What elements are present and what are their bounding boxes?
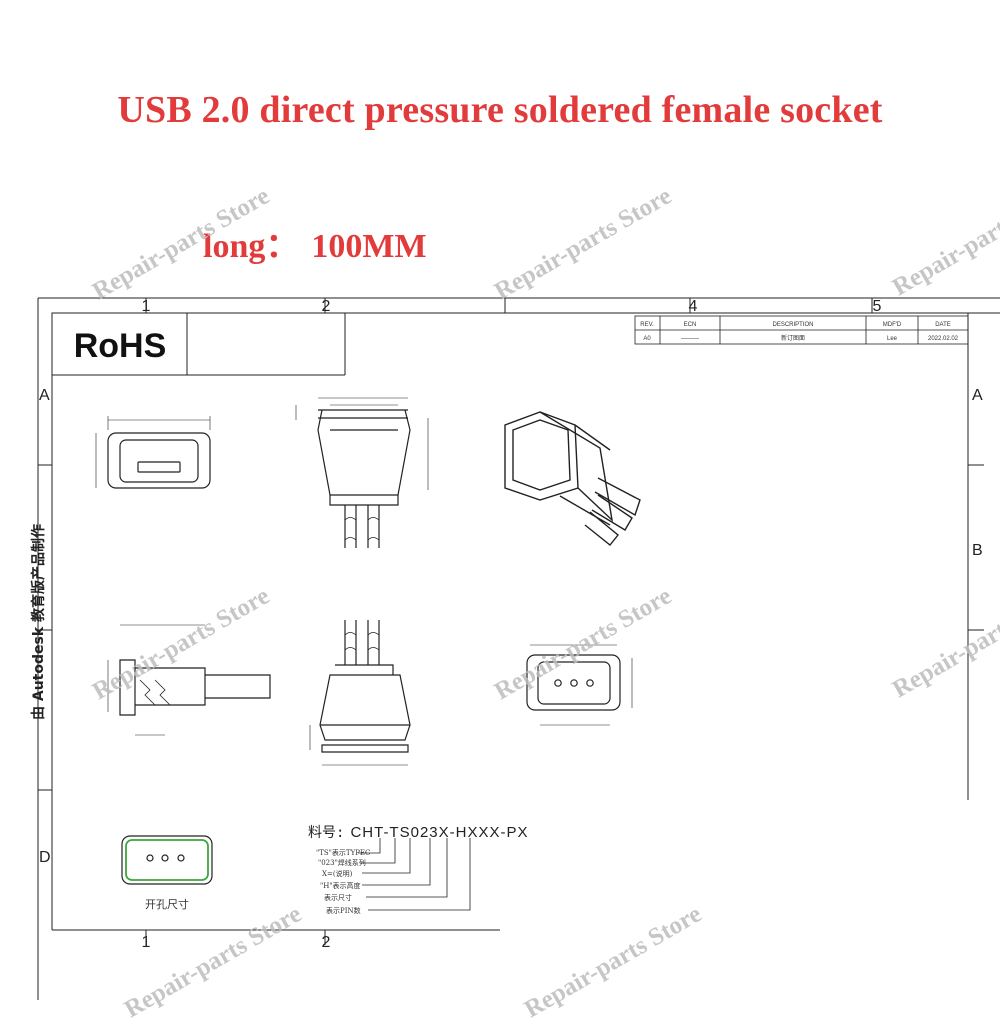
length-label: long： [203,228,300,265]
rev-cell-ecn: ——— [681,336,699,342]
rev-header-ecn: ECN [684,322,697,328]
legend-line-1: "TS"表示TYPEC [316,849,371,857]
rev-cell-description: 新订图面 [781,334,805,342]
rev-header-rev: REV. [640,322,654,328]
legend-line-3: X=(说明) [322,870,353,878]
row-a-right: A [972,387,983,404]
row-a: A [39,387,50,404]
rev-cell-rev: A0 [643,336,651,342]
col-4: 4 [689,298,698,315]
col-1: 1 [142,298,151,315]
autodesk-edu-text: 由 Autodesk 教育版产品制作 [31,523,47,720]
length-spec: long： 100MM [203,218,427,267]
col-2-bottom: 2 [322,934,331,951]
legend-line-2: "023"焊线系列 [318,859,366,867]
length-value: 100MM [311,228,427,265]
col-2: 2 [322,298,331,315]
technical-drawing: 1 2 4 5 1 2 A A B D REV. ECN DESCRIPTION… [37,297,1000,1000]
part-number: 料号: CHT-TS023X-HXXX-PX [308,822,528,842]
col-5: 5 [873,298,882,315]
part-number-code: CHT-TS023X-HXXX-PX [350,824,529,841]
row-b-right: B [972,542,983,559]
page-title: USB 2.0 direct pressure soldered female … [117,89,883,131]
rev-cell-date: 2022.02.02 [928,336,959,342]
rev-header-description: DESCRIPTION [772,322,813,328]
part-number-label: 料号: [308,825,345,841]
rev-header-date: DATE [935,322,951,328]
rev-cell-mdfd: Lee [887,336,898,342]
legend-line-5: 表示尺寸 [324,894,352,902]
legend-line-4: "H"表示高度 [320,882,361,890]
rev-header-mdfd: MDF'D [883,322,902,328]
cutout-label: 开孔尺寸 [145,898,189,911]
row-d: D [39,849,51,866]
col-1-bottom: 1 [142,934,151,951]
rohs-badge: RoHS [73,327,167,365]
legend-line-6: 表示PIN数 [326,907,361,915]
